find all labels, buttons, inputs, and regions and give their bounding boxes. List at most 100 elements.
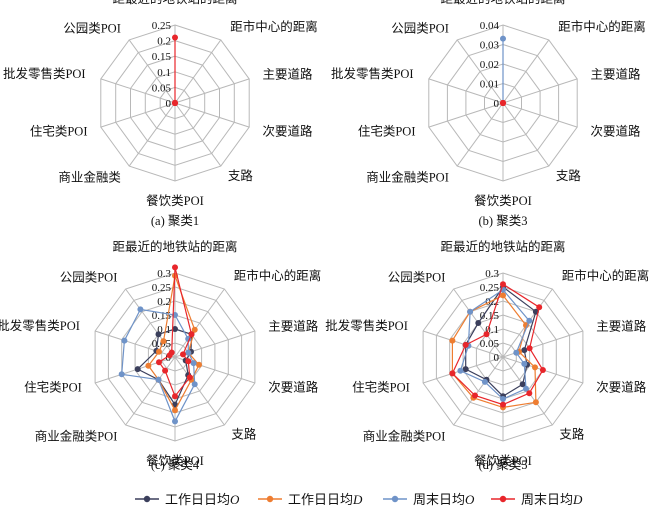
data-point xyxy=(500,292,506,299)
data-point xyxy=(457,367,464,374)
radar-chart-4: 00.050.10.150.20.250.3距最近的地铁站的距离距市中心的距离主… xyxy=(325,239,649,472)
grid-spoke xyxy=(174,78,250,104)
axis-label: 批发零售类POI xyxy=(0,318,80,333)
data-point xyxy=(162,367,169,374)
data-point xyxy=(190,360,197,367)
data-point xyxy=(500,35,506,42)
tick-label: 0.02 xyxy=(480,59,499,71)
legend-label-suffix: O xyxy=(465,492,475,507)
data-point xyxy=(500,401,506,408)
legend-label-suffix: D xyxy=(352,492,363,507)
grid-spoke xyxy=(428,102,504,128)
data-point xyxy=(172,326,178,332)
chart-caption: (c) 聚类4 xyxy=(151,458,200,472)
data-point xyxy=(155,376,162,383)
grid-spoke xyxy=(174,356,225,426)
grid-spoke xyxy=(502,78,578,104)
axis-label: 餐饮类POI xyxy=(474,453,532,468)
grid-spoke xyxy=(174,102,222,167)
axis-label: 餐饮类POI xyxy=(146,193,204,208)
tick-label: 0.3 xyxy=(157,268,171,280)
legend-label: 工作日日均O xyxy=(165,492,240,507)
legend-label-prefix: 工作日日均 xyxy=(288,492,353,507)
axis-label: 批发零售类POI xyxy=(325,318,408,333)
axis-label: 批发零售类POI xyxy=(3,66,86,81)
data-point xyxy=(521,347,528,354)
data-point xyxy=(172,407,178,414)
grid-spoke xyxy=(502,102,578,128)
data-point xyxy=(168,349,175,356)
axis-label: 距最近的地铁站的距离 xyxy=(440,0,565,6)
legend-swatch-marker xyxy=(391,495,399,503)
axis-label: 商业金融类POI xyxy=(35,428,118,443)
axis-label: 次要道路 xyxy=(596,379,647,394)
legend-label: 工作日日均D xyxy=(288,492,363,507)
data-point xyxy=(137,306,144,313)
tick-label: 0.01 xyxy=(480,79,499,91)
axis-label: 支路 xyxy=(231,427,257,442)
data-point xyxy=(196,361,202,368)
data-point xyxy=(500,100,506,106)
chart-caption: (b) 聚类3 xyxy=(479,214,528,228)
data-point xyxy=(532,399,539,406)
data-point xyxy=(188,331,195,338)
data-point xyxy=(449,337,456,344)
axis-label: 支路 xyxy=(228,168,254,183)
axis-label: 住宅类POI xyxy=(24,379,82,394)
legend-label: 周末日均O xyxy=(413,492,475,507)
axis-label: 公园类POI xyxy=(391,22,449,36)
grid-spoke xyxy=(100,102,176,128)
axis-label: 距最近的地铁站的距离 xyxy=(440,239,565,254)
legend-swatch-marker xyxy=(499,495,507,503)
data-point xyxy=(513,349,520,356)
data-point xyxy=(134,366,141,373)
legend-label-prefix: 周末日均 xyxy=(413,492,465,507)
axis-label: 商业金融类POI xyxy=(366,169,449,184)
data-point xyxy=(172,100,178,106)
tick-label: 0.15 xyxy=(152,51,172,63)
tick-label: 0.1 xyxy=(157,67,171,79)
data-point xyxy=(180,351,186,358)
grid-spoke xyxy=(125,288,176,358)
legend-label: 周末日均D xyxy=(521,492,583,507)
data-point xyxy=(526,345,533,352)
data-point xyxy=(483,331,490,338)
data-point xyxy=(526,390,533,397)
tick-label: 0 xyxy=(166,98,172,110)
axis-label: 主要道路 xyxy=(268,319,319,334)
tick-label: 0.05 xyxy=(152,82,172,94)
axis-label: 公园类POI xyxy=(60,271,118,285)
chart-caption: (d) 聚类5 xyxy=(479,458,528,472)
tick-label: 0.2 xyxy=(157,296,171,308)
axis-label: 支路 xyxy=(556,168,582,183)
data-point xyxy=(481,378,488,385)
radar-chart-1: 00.050.10.150.20.25距最近的地铁站的距离距市中心的距离主要道路… xyxy=(3,0,318,228)
axis-label: 距市中心的距离 xyxy=(562,268,650,283)
legend-swatch-marker xyxy=(143,495,151,503)
grid-spoke xyxy=(174,288,225,358)
grid-spoke xyxy=(174,39,222,104)
grid-spoke xyxy=(100,78,176,104)
data-point xyxy=(472,392,478,399)
radar-chart-3: 00.050.10.150.20.250.3距最近的地铁站的距离距市中心的距离主… xyxy=(0,239,321,472)
grid-spoke xyxy=(456,102,504,167)
data-point xyxy=(532,364,538,371)
tick-label: 0.25 xyxy=(152,20,172,32)
tick-label: 0.25 xyxy=(152,282,172,294)
axis-label: 商业金融类POI xyxy=(363,428,446,443)
tick-label: 0.05 xyxy=(480,338,500,350)
data-point xyxy=(185,349,192,356)
data-point xyxy=(521,360,528,367)
tick-label: 0.04 xyxy=(480,20,500,32)
axis-label: 距市中心的距离 xyxy=(558,19,646,34)
radar-chart-2: 00.010.020.030.04距最近的地铁站的距离距市中心的距离主要道路次要… xyxy=(331,0,646,228)
chart-caption: (a) 聚类1 xyxy=(151,214,199,228)
axis-label: 距最近的地铁站的距离 xyxy=(112,0,237,6)
axis-label: 主要道路 xyxy=(263,67,314,82)
legend-label-suffix: O xyxy=(230,492,240,507)
data-point xyxy=(172,34,178,41)
legend-label-prefix: 周末日均 xyxy=(521,492,573,507)
axis-label: 支路 xyxy=(559,427,585,442)
axis-label: 主要道路 xyxy=(596,319,647,334)
